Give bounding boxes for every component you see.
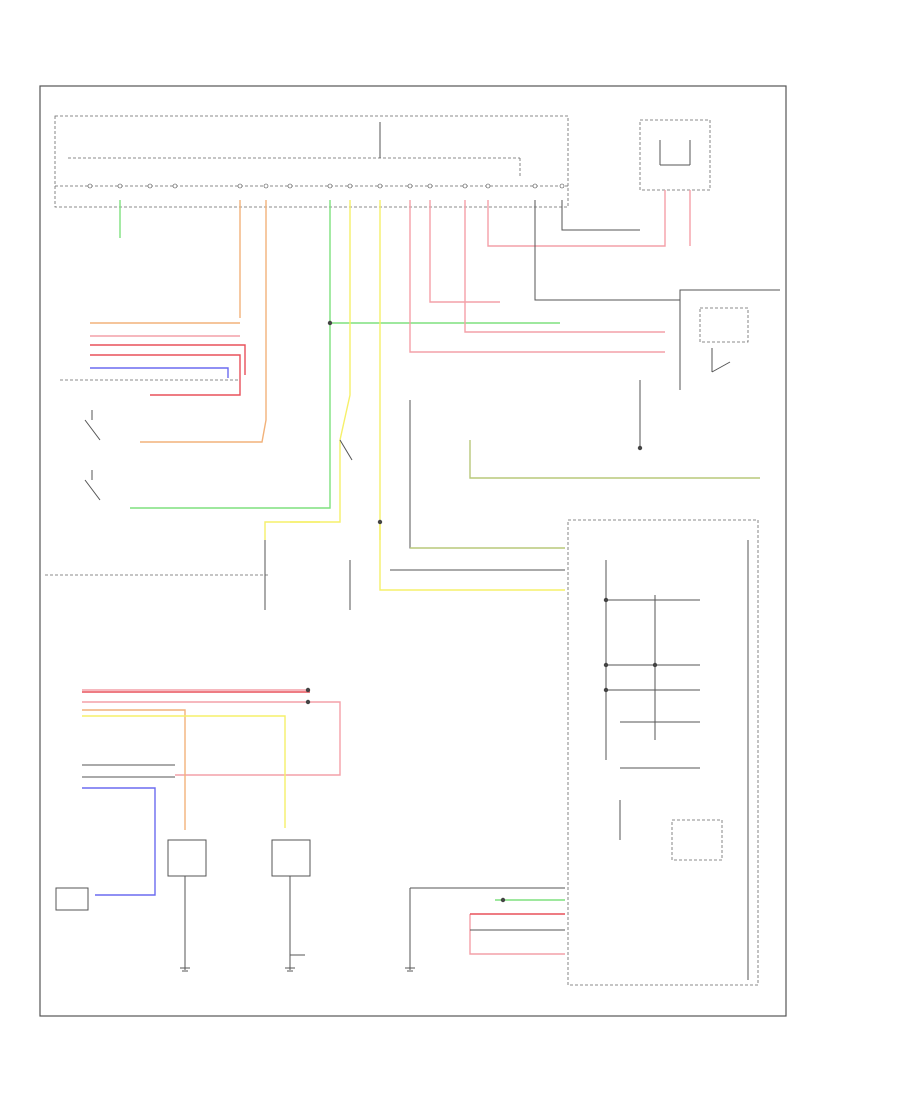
middle-components: [264, 439, 353, 610]
yellow-wires: [264, 200, 565, 591]
orange-wires: [90, 200, 267, 443]
bottom-right-wires: [409, 887, 565, 970]
red-wires-left: [90, 335, 246, 396]
diagram-frame: [39, 85, 787, 1017]
top-control-unit: [54, 115, 569, 208]
bottom-components: [55, 839, 311, 970]
pink-wire-right: [409, 190, 691, 353]
right-upper-relay: [699, 307, 749, 373]
bottom-left-wires: [82, 689, 341, 896]
junction-dots: [305, 320, 658, 903]
right-module: [567, 519, 759, 986]
green-wire-long: [130, 200, 560, 509]
ground-symbol-icon: [180, 967, 415, 972]
connector-pin-row: [87, 183, 565, 189]
top-right-relay-box: [639, 119, 711, 191]
left-switch-block: [45, 379, 270, 576]
gray-wires: [390, 200, 780, 571]
